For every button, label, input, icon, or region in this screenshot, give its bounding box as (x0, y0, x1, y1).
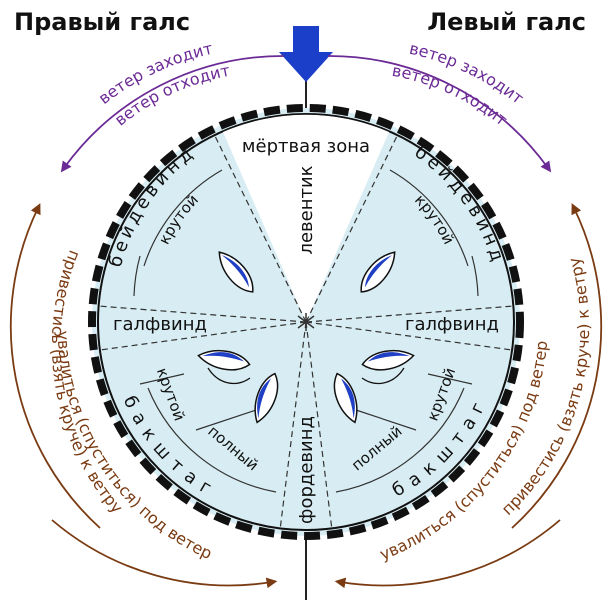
sailboat-icon (333, 372, 358, 424)
wind-veering-left-label: ветер отходит (111, 61, 232, 130)
sector-dividers (97, 133, 515, 531)
running-label: фордевинд (296, 416, 317, 524)
sailboat-icon (197, 349, 251, 371)
wind-direction-arrow-icon (279, 26, 333, 82)
sailboat-icon (254, 372, 279, 424)
compass-center-icon (297, 313, 315, 331)
beam-reach-left-label: галфвинд (113, 314, 207, 335)
subzone-rings (133, 169, 479, 493)
dead-zone-label: мёртвая зона (242, 136, 370, 157)
sailboat-icon (218, 251, 254, 293)
beam-reach-right-label: галфвинд (405, 314, 499, 335)
sailboat-icon (360, 251, 396, 293)
starboard-tack-title: Правый галс (14, 8, 191, 36)
port-tack-title: Левый галс (427, 8, 586, 36)
sailboat-icon (361, 349, 415, 371)
dead-zone-sector (223, 114, 389, 322)
boom-curves (207, 367, 405, 385)
leventik-label: левентик (296, 165, 317, 254)
circle-rim-dashed (88, 104, 524, 540)
course-change-arrows (9, 203, 603, 589)
wind-change-arrows (60, 55, 552, 173)
circle-rim-inner (97, 113, 515, 531)
